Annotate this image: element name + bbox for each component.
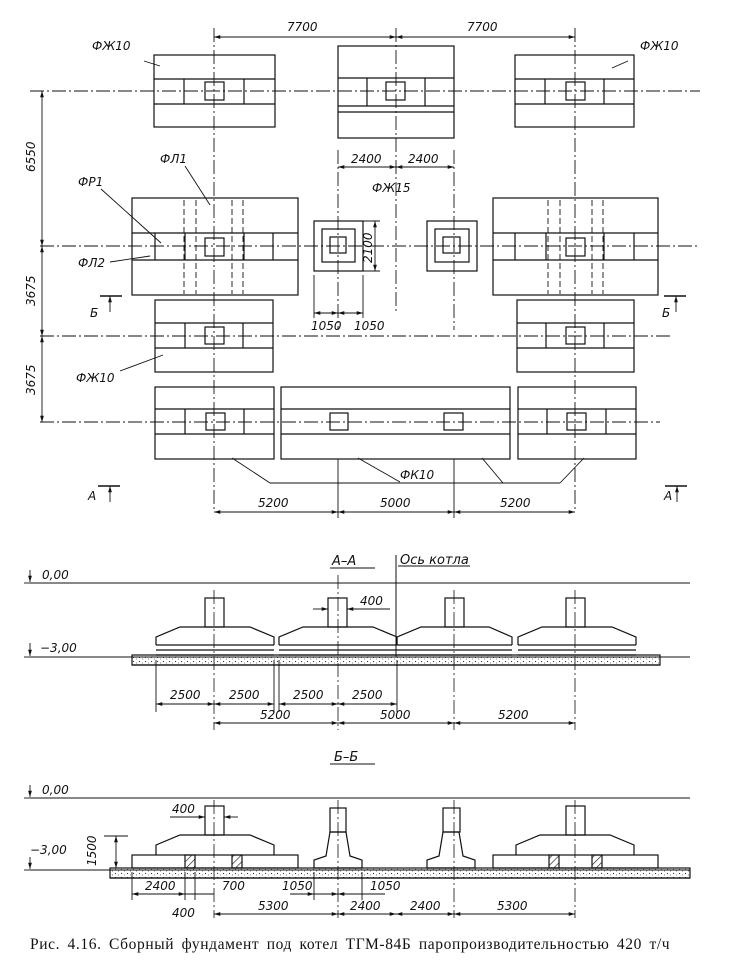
section-a-level-top: 0,00 (42, 568, 69, 582)
section-a-dim-r1-2: 2500 (229, 688, 260, 702)
section-b-dim-r1-4: 1050 (370, 879, 401, 893)
block-fzh10-top-center (337, 45, 455, 139)
label-section-a-left: А (87, 489, 96, 503)
section-b-fzh15-right (426, 807, 476, 869)
dim-bottom-3: 5200 (500, 496, 531, 510)
dim-center-1: 2400 (351, 152, 382, 166)
dim-1050-right: 1050 (354, 319, 385, 333)
label-section-b-right: Б (662, 306, 670, 320)
section-b-dim-1500: 1500 (85, 835, 99, 866)
dim-left-1: 6550 (24, 141, 38, 172)
label-fr1: ФР1 (78, 175, 103, 189)
label-fzh15: ФЖ15 (372, 181, 411, 195)
section-a-dim-r2-1: 5200 (260, 708, 291, 722)
label-section-b-left: Б (90, 306, 98, 320)
block-fk10-left (154, 386, 275, 460)
block-fr1-right (492, 197, 659, 296)
block-fzh10-top-left (153, 54, 276, 128)
block-fk10-center (280, 386, 511, 460)
dim-left-3: 3675 (24, 364, 38, 395)
section-b-fzh15-left (313, 807, 363, 869)
block-fzh10-mid-right (516, 299, 635, 373)
block-fzh15-left (313, 220, 364, 272)
block-fr1-left (131, 197, 299, 296)
block-fk10-right (517, 386, 637, 460)
section-a-foundation-3 (396, 597, 513, 656)
section-b-level-bottom: −3,00 (30, 843, 67, 857)
section-b-dim-400-low: 400 (172, 906, 195, 920)
section-b-title: Б–Б (334, 750, 358, 765)
section-b-foundation-right (492, 805, 659, 869)
section-a-dim-r2-3: 5200 (498, 708, 529, 722)
section-b-dim-r2-1: 5300 (258, 899, 289, 913)
dim-bottom-1: 5200 (258, 496, 289, 510)
dim-center-2: 2400 (408, 152, 439, 166)
section-a-dim-r1-3: 2500 (293, 688, 324, 702)
plan-view (30, 28, 700, 518)
section-b-dim-r1-2: 700 (222, 879, 245, 893)
section-b-level-top: 0,00 (42, 783, 69, 797)
section-a-axis-label: Ось котла (400, 553, 469, 568)
section-b-b (24, 763, 691, 918)
section-b-foundation-left (131, 805, 299, 869)
section-b-dim-r1-3: 1050 (282, 879, 313, 893)
section-b-dim-r1-1: 2400 (145, 879, 176, 893)
dim-1050-left: 1050 (311, 319, 342, 333)
section-a-a (24, 555, 690, 730)
section-a-title: А–А (331, 554, 356, 569)
label-fl2: ФЛ2 (78, 256, 105, 270)
section-b-dim-r2-3: 2400 (410, 899, 441, 913)
dim-bottom-2: 5000 (380, 496, 411, 510)
dim-2100: 2100 (361, 232, 375, 263)
dim-left-2: 3675 (24, 275, 38, 306)
block-fzh15-right (426, 220, 478, 272)
label-fzh10-top-left: ФЖ10 (92, 39, 131, 53)
label-section-a-right: А (663, 489, 672, 503)
block-fzh10-mid-left (154, 299, 274, 373)
figure-caption: Рис. 4.16. Сборный фундамент под котел Т… (30, 936, 671, 953)
label-fk10: ФК10 (400, 468, 434, 482)
section-a-foundation-1 (155, 597, 275, 656)
section-a-dim-r1-1: 2500 (170, 688, 201, 702)
section-a-level-bottom: −3,00 (40, 641, 77, 655)
label-fzh10-top-right: ФЖ10 (640, 39, 679, 53)
dim-top-1: 7700 (287, 20, 318, 34)
section-b-dim-r2-2: 2400 (350, 899, 381, 913)
block-fzh10-top-right (514, 54, 635, 128)
label-fl1: ФЛ1 (160, 152, 187, 166)
dim-top-2: 7700 (467, 20, 498, 34)
section-b-dim-r2-4: 5300 (497, 899, 528, 913)
section-a-dim-r2-2: 5000 (380, 708, 411, 722)
section-a-dim-r1-4: 2500 (352, 688, 383, 702)
label-fzh10-mid: ФЖ10 (76, 371, 115, 385)
section-a-foundation-4 (517, 597, 637, 656)
section-b-dim-400: 400 (172, 802, 195, 816)
section-a-dim-400: 400 (360, 594, 383, 608)
